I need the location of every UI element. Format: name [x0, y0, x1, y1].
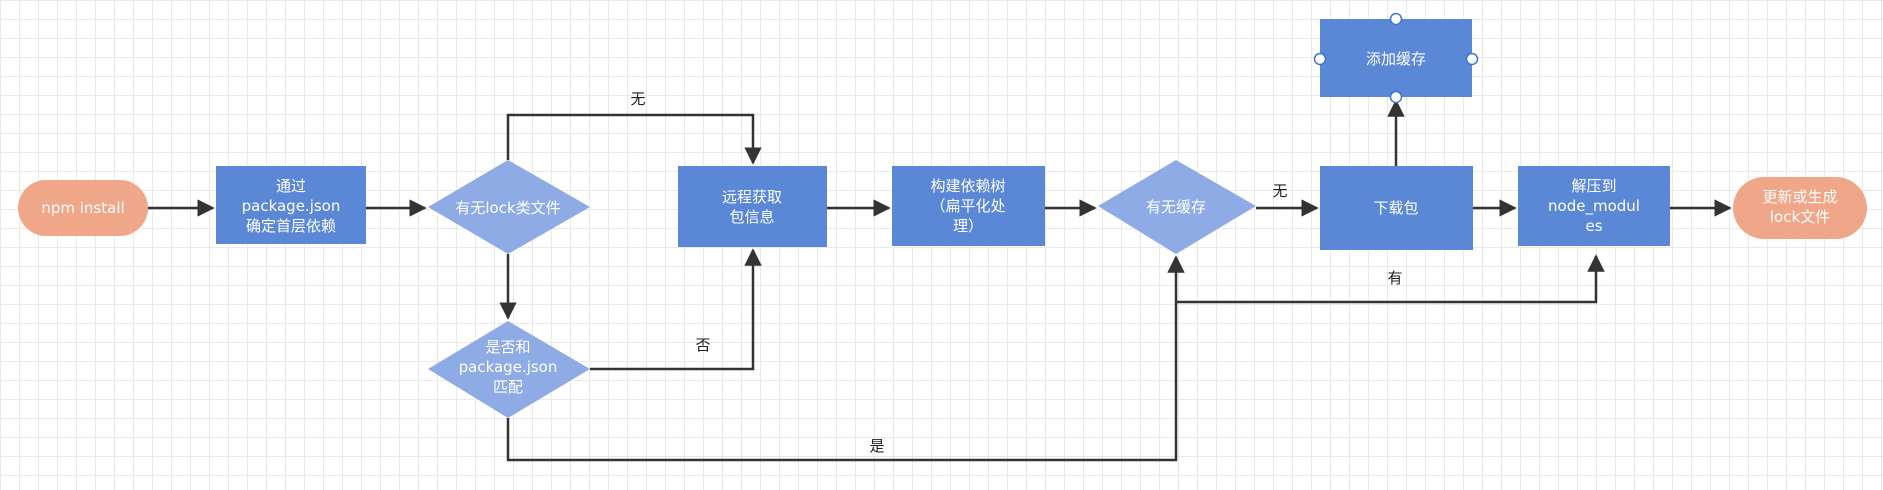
node-label-end-line-0: 更新或生成: [1762, 188, 1837, 206]
node-label-match_pkg-line-0: 是否和: [485, 338, 530, 356]
node-label-add_cache-line-0: 添加缓存: [1366, 50, 1426, 68]
node-end[interactable]: 更新或生成 lock文件: [1733, 177, 1867, 239]
node-label-fetch_remote-line-0: 远程获取: [722, 188, 782, 206]
handle-left[interactable]: [1313, 52, 1327, 66]
node-label-extract-line-1: node_modul: [1548, 197, 1640, 216]
node-label-match_pkg-line-2: 匹配: [493, 378, 523, 396]
edge-cache-to-extract[interactable]: [1176, 254, 1605, 304]
node-label-start-line-0: npm install: [41, 199, 124, 217]
node-label-fetch_remote-line-1: 包信息: [729, 208, 774, 226]
node-add-cache[interactable]: 添加缓存: [1320, 19, 1472, 97]
decision-has-lock[interactable]: 有无lock类文件: [428, 160, 590, 254]
node-start[interactable]: npm install: [18, 180, 148, 236]
node-label-build_tree-line-1: （扁平化处: [930, 197, 1005, 215]
node-label-extract-line-2: es: [1585, 217, 1602, 235]
node-label-build_tree-line-0: 构建依赖树: [930, 177, 1005, 195]
edge-label-lock-none: 无: [630, 90, 645, 108]
node-label-read_pkg-line-1: package.json: [242, 197, 341, 215]
decision-match-package[interactable]: 是否和 package.json 匹配: [428, 321, 590, 418]
handle-top[interactable]: [1389, 12, 1403, 26]
edge-label-match-no: 否: [695, 336, 710, 354]
node-download[interactable]: 下载包: [1320, 166, 1473, 250]
edges: [148, 99, 1732, 462]
node-label-download-line-0: 下载包: [1373, 199, 1418, 217]
selection-handles[interactable]: [1313, 12, 1479, 104]
edge-label-cache-has: 有: [1387, 269, 1402, 287]
edge-label-match-yes: 是: [869, 437, 884, 455]
node-label-read_pkg-line-0: 通过: [276, 177, 306, 195]
node-label-extract-line-0: 解压到: [1571, 177, 1616, 195]
edge-match-to-fetch[interactable]: [590, 248, 762, 371]
edge-match-to-cache[interactable]: [506, 255, 1185, 462]
node-label-has_lock-line-0: 有无lock类文件: [455, 199, 560, 217]
handle-bottom[interactable]: [1389, 90, 1403, 104]
node-read-package[interactable]: 通过 package.json 确定首层依赖: [216, 166, 366, 244]
edge-label-cache-none: 无: [1272, 182, 1287, 200]
node-label-end-line-1: lock文件: [1770, 208, 1830, 226]
node-label-match_pkg-line-1: package.json: [459, 358, 558, 376]
edge-lock-to-fetch[interactable]: [506, 113, 762, 165]
node-label-build_tree-line-2: 理）: [953, 217, 983, 235]
handle-right[interactable]: [1465, 52, 1479, 66]
node-label-read_pkg-line-2: 确定首层依赖: [246, 217, 336, 235]
node-label-has_cache-line-0: 有无缓存: [1146, 198, 1206, 216]
decision-has-cache[interactable]: 有无缓存: [1098, 160, 1256, 254]
